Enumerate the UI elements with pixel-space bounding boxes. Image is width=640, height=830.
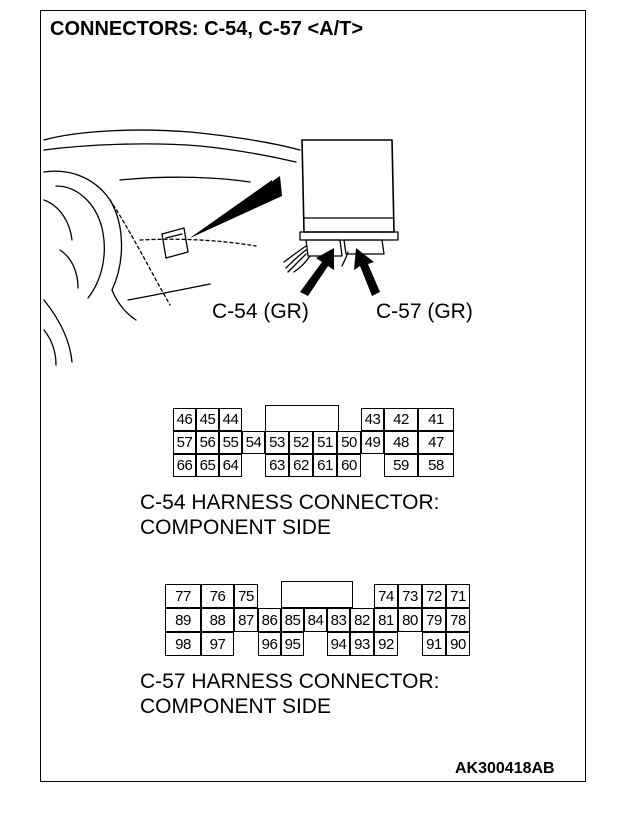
pin: 80 (398, 608, 422, 632)
pin: 81 (374, 608, 398, 632)
pin: 59 (384, 454, 418, 477)
caption-line: C-54 HARNESS CONNECTOR: (140, 491, 440, 514)
pin: 86 (258, 608, 281, 632)
pin: 74 (374, 584, 398, 608)
pin: 41 (418, 408, 454, 431)
pin: 93 (350, 632, 374, 656)
pin: 44 (219, 408, 242, 431)
pin: 58 (418, 454, 454, 477)
callout-c54: C-54 (GR) (212, 300, 309, 323)
pin: 77 (165, 584, 201, 608)
pin: 64 (219, 454, 242, 477)
pin: 47 (418, 431, 454, 454)
pin: 48 (384, 431, 418, 454)
connector-key (281, 581, 353, 608)
pin: 91 (422, 632, 446, 656)
pin: 46 (173, 408, 196, 431)
pin: 49 (361, 431, 384, 454)
pin: 72 (422, 584, 446, 608)
pin: 97 (201, 632, 234, 656)
pin: 60 (337, 454, 361, 477)
pin: 76 (201, 584, 234, 608)
figure-id: AK300418AB (455, 760, 555, 777)
pin: 98 (165, 632, 201, 656)
pin: 83 (327, 608, 350, 632)
pin: 96 (258, 632, 281, 656)
pin: 63 (265, 454, 289, 477)
caption-line: COMPONENT SIDE (140, 516, 331, 539)
pin: 54 (242, 431, 265, 454)
pin: 95 (281, 632, 304, 656)
connector-key (265, 405, 339, 432)
connector-c54-caption: C-54 HARNESS CONNECTOR: COMPONENT SIDE (140, 490, 440, 540)
callout-c57: C-57 (GR) (376, 300, 473, 323)
pin: 87 (234, 608, 258, 632)
pin: 43 (361, 408, 384, 431)
pin: 90 (446, 632, 470, 656)
pin: 66 (173, 454, 196, 477)
pin: 78 (446, 608, 470, 632)
diagram-frame (40, 10, 586, 782)
pin: 62 (289, 454, 313, 477)
diagram-title: CONNECTORS: C-54, C-57 <A/T> (50, 18, 364, 40)
pin: 53 (265, 431, 289, 454)
pin: 50 (337, 431, 361, 454)
pin: 75 (234, 584, 258, 608)
pin: 57 (173, 431, 196, 454)
pin: 52 (289, 431, 313, 454)
pin: 56 (196, 431, 219, 454)
pin: 73 (398, 584, 422, 608)
pin: 85 (281, 608, 304, 632)
caption-line: C-57 HARNESS CONNECTOR: (140, 670, 440, 693)
pin: 88 (201, 608, 234, 632)
pin: 89 (165, 608, 201, 632)
pin: 92 (374, 632, 398, 656)
pin: 42 (384, 408, 418, 431)
pin: 61 (313, 454, 337, 477)
pin: 51 (313, 431, 337, 454)
connector-c57-caption: C-57 HARNESS CONNECTOR: COMPONENT SIDE (140, 669, 440, 719)
pin: 45 (196, 408, 219, 431)
pin: 84 (304, 608, 327, 632)
pin: 65 (196, 454, 219, 477)
caption-line: COMPONENT SIDE (140, 695, 331, 718)
pin: 79 (422, 608, 446, 632)
pin: 71 (446, 584, 470, 608)
pin: 94 (327, 632, 350, 656)
pin: 82 (350, 608, 374, 632)
pin: 55 (219, 431, 242, 454)
